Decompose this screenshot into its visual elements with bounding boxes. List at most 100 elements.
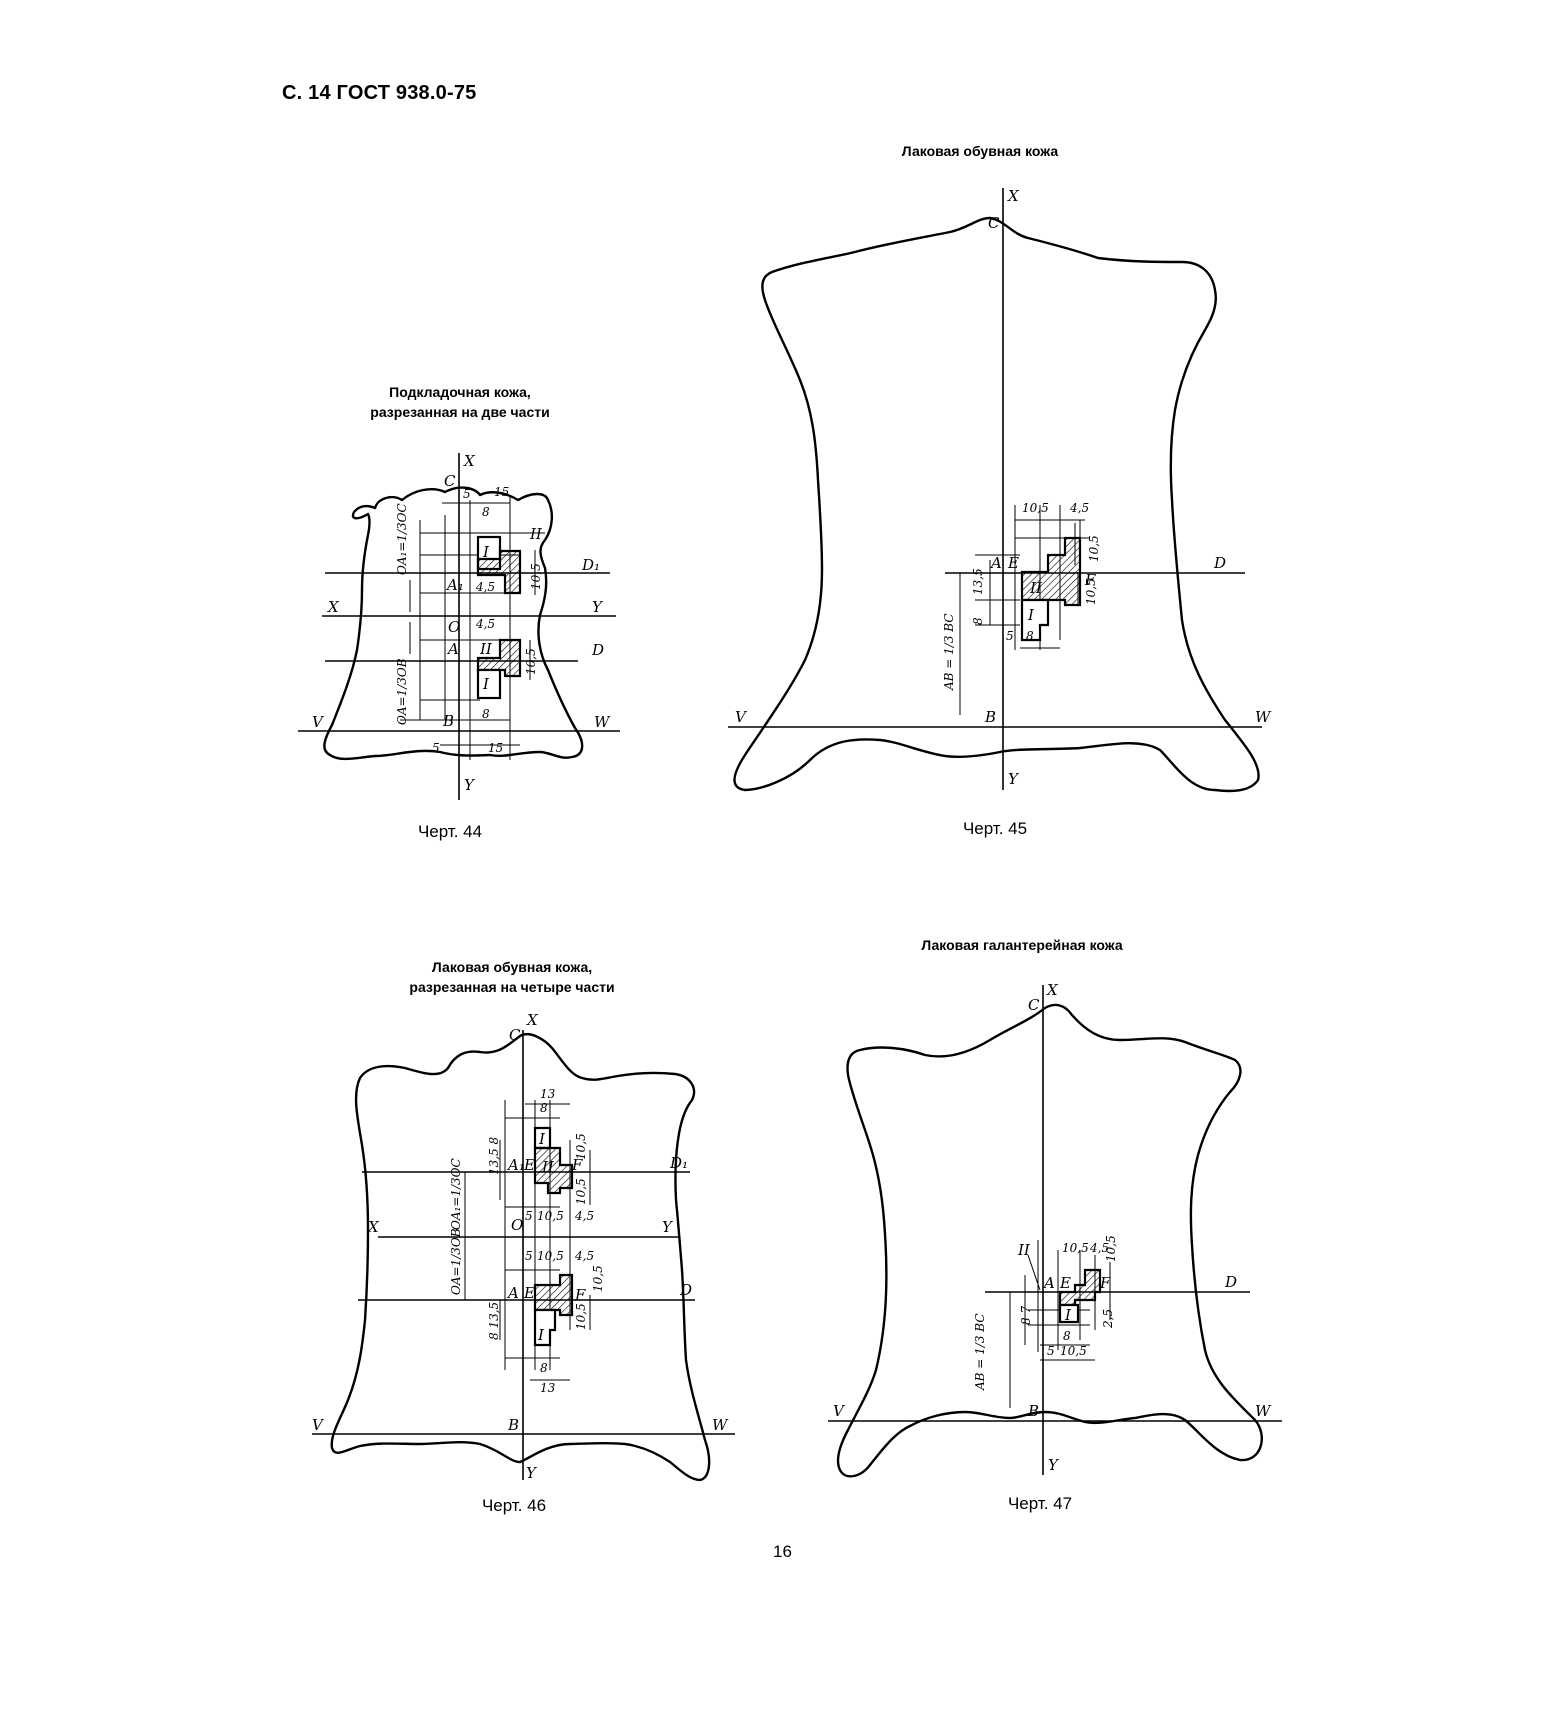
figure-47-hide-outline bbox=[836, 1003, 1263, 1478]
figure-46-title: Лаковая обувная кожа, разрезанная на чет… bbox=[362, 957, 662, 997]
figure-46-dim-10-5-upper-mid: 10,5 bbox=[574, 1178, 588, 1205]
figure-44-title: Подкладочная кожа, разрезанная на две ча… bbox=[310, 382, 610, 422]
figure-47-label-e: E bbox=[1059, 1274, 1071, 1292]
figure-47-caption: Черт. 47 bbox=[1007, 1494, 1073, 1513]
figure-45-part-i bbox=[1020, 598, 1050, 642]
figure-46-dim-10-5-lower-right: 10,5 bbox=[591, 1265, 605, 1292]
figure-46-dim-5-upper: 5 bbox=[525, 1209, 533, 1223]
figure-44-label-i-lower: I bbox=[482, 675, 490, 693]
figure-46-part-ii-upper bbox=[533, 1146, 574, 1195]
figure-47-label-c: C bbox=[1028, 996, 1040, 1014]
figure-44-label-v: V bbox=[312, 713, 325, 731]
figure-46-title-line-2: разрезанная на четыре части bbox=[409, 979, 615, 995]
figure-46-label-c: C bbox=[509, 1026, 521, 1044]
figure-44-dim-10-5-lower: 10,5 bbox=[524, 648, 538, 675]
figure-44-dim-15-bottom: 15 bbox=[488, 741, 503, 755]
figure-46-hide-outline bbox=[330, 1033, 711, 1482]
figure-44-dim-4-5-upper: 4,5 bbox=[475, 580, 495, 594]
figure-46-dim-4-5-lower: 4,5 bbox=[574, 1249, 594, 1263]
figure-45-drawing: X C D A E F II I V B W Y 10,5 4,5 10,5 1… bbox=[728, 187, 1272, 793]
figure-44-label-a1: A₁ bbox=[445, 576, 464, 594]
figure-45-dim-8-left: 8 bbox=[971, 617, 985, 625]
figure-44-dim-8-top: 8 bbox=[482, 505, 490, 519]
figure-46-label-y: Y bbox=[526, 1464, 538, 1482]
figure-47-label-x: X bbox=[1046, 981, 1059, 999]
figure-45-label-y: Y bbox=[1008, 770, 1020, 788]
figure-46-dim-8-bottom: 8 bbox=[540, 1361, 548, 1375]
figure-44-label-o: O bbox=[448, 618, 460, 636]
figure-46-label-d: D bbox=[679, 1281, 692, 1299]
figure-46-dim-10-5-upper-right: 10,5 bbox=[574, 1133, 588, 1160]
figure-44-label-x: X bbox=[463, 452, 476, 470]
figure-44-label-ii-lower: II bbox=[479, 640, 493, 658]
figure-46-dim-4-5-upper: 4,5 bbox=[574, 1209, 594, 1223]
figure-46-label-a1: A₁ bbox=[506, 1156, 525, 1174]
figure-46-label-e-lower: E bbox=[523, 1284, 535, 1302]
figure-46-dimension-lines bbox=[464, 1100, 591, 1381]
figure-44-title-line-1: Подкладочная кожа, bbox=[389, 384, 531, 400]
figure-47-label-ii: II bbox=[1017, 1241, 1031, 1259]
figure-44-caption: Черт. 44 bbox=[417, 822, 483, 841]
figure-46-label-e-upper: E bbox=[523, 1156, 535, 1174]
figure-45-label-x: X bbox=[1007, 187, 1020, 205]
figure-47-label-d: D bbox=[1224, 1273, 1237, 1291]
figure-45-label-d: D bbox=[1213, 554, 1226, 572]
figure-44-dim-8-bottom: 8 bbox=[482, 707, 490, 721]
figure-45-label-c: C bbox=[988, 214, 1000, 232]
figure-46-label-o: O bbox=[511, 1216, 523, 1234]
figure-45-label-f: F bbox=[1084, 571, 1096, 589]
figure-44-part-i-lower bbox=[476, 668, 502, 700]
figure-46-label-v: V bbox=[312, 1416, 325, 1434]
figure-45-label-w: W bbox=[1255, 708, 1272, 726]
figure-44-part-ii-upper bbox=[476, 549, 522, 595]
figure-47-label-v: V bbox=[833, 1402, 846, 1420]
figure-44-drawing: X C D₁ X Y D V W Y A₁ O A B I II II I 5 … bbox=[298, 452, 620, 800]
figure-45-label-ii: II bbox=[1029, 579, 1043, 597]
figure-47-dim-8-7: 8 7 bbox=[1019, 1306, 1033, 1325]
figure-44-label-d1: D₁ bbox=[581, 556, 600, 574]
figure-44-label-c: C bbox=[444, 472, 456, 490]
figure-46-dim-10-5-lower-side: 10,5 bbox=[574, 1303, 588, 1330]
page-header: С. 14 ГОСТ 938.0-75 bbox=[282, 82, 477, 104]
figure-46-dim-13-5-lower: 8 13,5 bbox=[487, 1302, 501, 1340]
figure-44-dim-15-top: 15 bbox=[494, 485, 509, 499]
figure-47-label-y: Y bbox=[1048, 1456, 1060, 1474]
figure-46-part-i-lower bbox=[533, 1308, 557, 1347]
figure-45-dim-10-5-right-top: 10,5 bbox=[1087, 535, 1101, 562]
figure-44-title-line-2: разрезанная на две части bbox=[370, 404, 550, 420]
figure-47-label-w: W bbox=[1255, 1402, 1272, 1420]
figure-44-dimension-lines bbox=[400, 495, 545, 760]
figure-47-dim-4-5-top: 4,5 bbox=[1089, 1241, 1109, 1255]
figure-46-label-b: B bbox=[507, 1416, 519, 1434]
figure-46-label-a: A bbox=[506, 1284, 519, 1302]
figure-45-dim-4-5-top: 4,5 bbox=[1069, 501, 1089, 515]
figure-45-label-b: B bbox=[984, 708, 996, 726]
figure-47-dim-5: 5 bbox=[1047, 1344, 1055, 1358]
figure-44-label-y-right: Y bbox=[592, 598, 604, 616]
figure-44-dim-oa: OA=1/3OB bbox=[395, 658, 409, 725]
figure-46-dim-10-5-upper-bottom: 10,5 bbox=[537, 1209, 564, 1223]
figure-46-label-i-upper: I bbox=[538, 1130, 546, 1148]
figure-46-dim-8-top: 8 bbox=[540, 1101, 548, 1115]
figure-44-label-ii-upper: II bbox=[529, 525, 543, 543]
figure-45-caption: Черт. 45 bbox=[962, 819, 1028, 838]
figure-46-label-x-left: X bbox=[367, 1218, 380, 1236]
figure-47-dim-10-5-top: 10,5 bbox=[1062, 1241, 1089, 1255]
figure-45-dim-5: 5 bbox=[1006, 629, 1014, 643]
figure-47-dim-2-5: 2,5 bbox=[1101, 1309, 1115, 1329]
figure-44-label-y: Y bbox=[464, 776, 476, 794]
figure-46-label-w: W bbox=[712, 1416, 729, 1434]
figure-47-label-i: I bbox=[1064, 1306, 1072, 1324]
figure-44-label-a: A bbox=[446, 640, 459, 658]
figure-44-label-b: B bbox=[442, 712, 454, 730]
figure-47-dim-8: 8 bbox=[1063, 1329, 1071, 1343]
figure-46-label-ii-upper: II bbox=[541, 1158, 555, 1176]
figure-45-label-e: E bbox=[1007, 554, 1019, 572]
figure-46-dim-13-bottom: 13 bbox=[540, 1381, 556, 1395]
figure-45-dim-8: 8 bbox=[1026, 629, 1034, 643]
figure-46-label-f-upper: F bbox=[571, 1156, 583, 1174]
figure-45-dim-ab: AB = 1/3 BC bbox=[942, 613, 956, 691]
figure-46-dim-13-top: 13 bbox=[540, 1087, 556, 1101]
figure-44-label-w: W bbox=[594, 713, 611, 731]
